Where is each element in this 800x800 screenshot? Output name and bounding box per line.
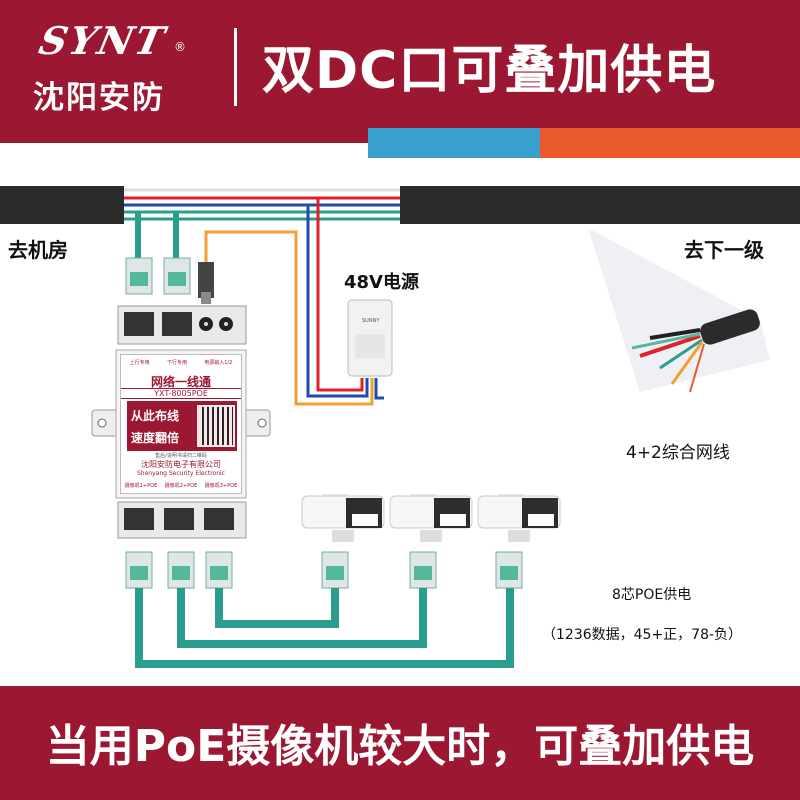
brand-name: 沈阳安防 (33, 80, 165, 116)
camera-1 (301, 494, 385, 542)
dc-barrel-plug (198, 262, 214, 304)
bottom-port-labels: 摄像机1+POE 摄像机2+POE 摄像机3+POE (121, 482, 241, 489)
label-to-next-level: 去下一级 (684, 238, 764, 262)
poe-cable-camera2 (177, 588, 427, 648)
device-company-en: Shenyang Security Electronic (137, 470, 225, 477)
rj45-plug-camera2-unit (167, 551, 195, 589)
footer-slogan: 当用PoE摄像机较大时，可叠加供电 (45, 721, 755, 772)
accent-stripe-blue (368, 128, 540, 158)
device-slogan-line1: 从此布线 (131, 409, 180, 423)
upper-port-block (117, 305, 247, 345)
device-company: 沈阳安防电子有限公司 (141, 460, 221, 469)
rj45-plug-camera3 (495, 551, 523, 589)
accent-stripe-orange (540, 128, 800, 158)
rj45-plug-camera3-unit (205, 551, 233, 589)
power-supply (347, 299, 393, 377)
dc-blue-wire-2 (374, 378, 384, 400)
device-model: YXT-8005POE (121, 388, 241, 399)
top-banner: SYNT ® 沈阳安防 双DC口可叠加供电 (0, 0, 800, 143)
rj45-plug-uplink (125, 257, 153, 295)
rj45-plug-camera2 (409, 551, 437, 589)
camera-2 (389, 494, 473, 542)
bottom-banner: 当用PoE摄像机较大时，可叠加供电 (0, 686, 800, 800)
headline: 双DC口可叠加供电 (262, 41, 717, 101)
label-to-server-room: 去机房 (8, 238, 68, 262)
dc-red-wire (316, 198, 364, 392)
label-poe-power: 8芯POE供电 (612, 587, 692, 603)
top-port-labels: 上行专用 下行专用 电源输入1/2 (121, 359, 241, 366)
device-faceplate: 上行专用 下行专用 电源输入1/2 网络一线通 YXT-8005POE 从此布线… (120, 354, 242, 494)
registered-mark: ® (174, 40, 186, 54)
device-title: 网络一线通 (150, 375, 211, 389)
device-slogan-line2: 速度翻倍 (131, 431, 180, 445)
port-label-camera3: 摄像机3+POE (204, 483, 238, 489)
lower-port-block (117, 501, 247, 539)
label-pin-assignment: （1236数据，45+正，78-负） (542, 627, 743, 643)
psu-brand: SUNNY (362, 318, 380, 324)
qr-code (197, 405, 235, 447)
rj45-plug-camera1 (321, 551, 349, 589)
rj45-plug-camera1-unit (125, 551, 153, 589)
poe-cable-camera1 (215, 588, 339, 628)
port-label-camera1: 摄像机1+POE (124, 483, 158, 489)
composite-cable-illustration (631, 309, 760, 393)
port-label-camera2: 摄像机2+POE (164, 483, 198, 489)
poe-cable-camera3 (135, 588, 514, 668)
dc-blue-wire (306, 205, 369, 398)
mounting-tab-right (239, 409, 271, 437)
trunk-cable-left (0, 186, 124, 224)
port-label-downlink: 下行专用 (166, 360, 187, 366)
label-cable-type: 4+2综合网线 (626, 443, 730, 463)
trunk-cable-right (400, 186, 800, 224)
header-divider (234, 28, 237, 106)
device-slogan-panel: 从此布线 速度翻倍 (127, 401, 237, 451)
port-label-power: 电源输入1/2 (204, 360, 233, 366)
label-power-supply: 48V电源 (344, 272, 419, 293)
mounting-tab-left (91, 409, 123, 437)
rj45-plug-downlink (163, 257, 191, 295)
cable-spotlight (588, 228, 770, 392)
qr-hint: 售后/说明书请扫二维码 (155, 453, 207, 459)
camera-3 (477, 494, 561, 542)
dc-orange-wire (204, 230, 374, 406)
port-label-uplink: 上行专用 (129, 360, 150, 366)
